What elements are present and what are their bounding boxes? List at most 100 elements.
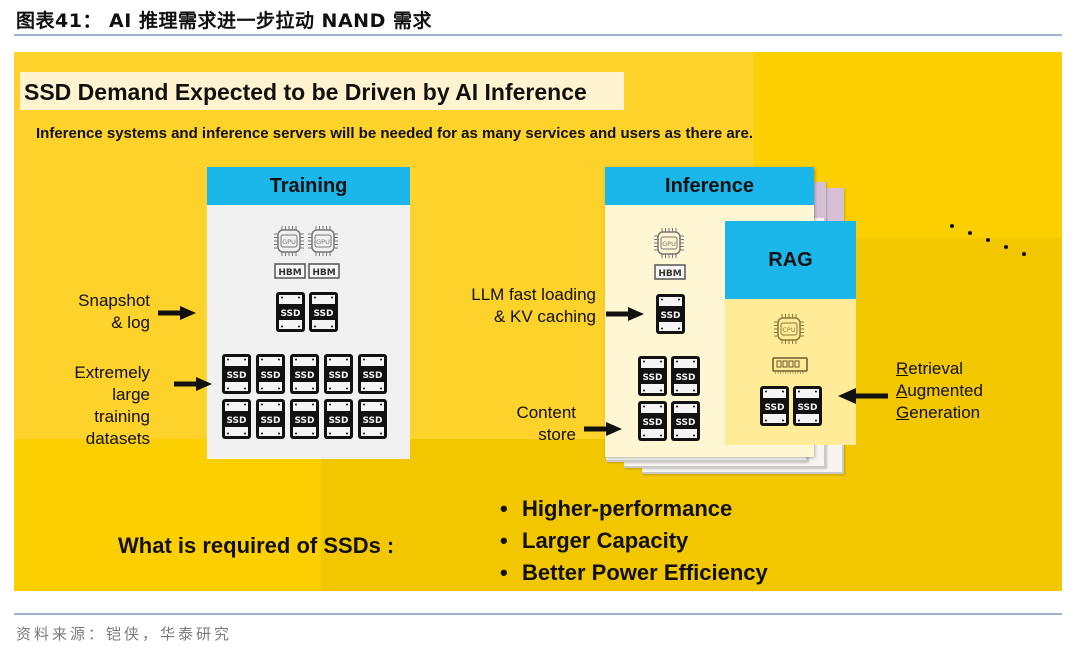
- arrow-right-icon: [584, 422, 622, 436]
- callout-line: datasets: [85, 429, 150, 448]
- ssd-icon: SSD: [324, 399, 353, 439]
- ssd-icon: SSD: [290, 399, 319, 439]
- callout-line: large: [112, 385, 150, 404]
- callout-snapshot: Snapshot & log: [44, 290, 150, 334]
- svg-text:CPU: CPU: [782, 326, 795, 334]
- requirements-label: What is required of SSDs :: [118, 533, 395, 558]
- callout-line: Snapshot: [78, 291, 150, 310]
- svg-text:SSD: SSD: [328, 416, 348, 426]
- requirement-item: •Better Power Efficiency: [500, 560, 768, 585]
- figure-title: 图表41： AI 推理需求进一步拉动 NAND 需求: [16, 10, 432, 32]
- hbm-icon: HBM: [308, 263, 340, 279]
- ssd-icon: SSD: [656, 294, 685, 334]
- ssd-icon: SSD: [793, 386, 822, 426]
- arrow-right-icon: [174, 377, 212, 391]
- callout-content: Content store: [484, 402, 576, 446]
- svg-text:SSD: SSD: [797, 403, 817, 413]
- svg-text:SSD: SSD: [294, 416, 314, 426]
- ssd-icon: SSD: [671, 356, 700, 396]
- ssd-icon: SSD: [290, 354, 319, 394]
- slide-headline: SSD Demand Expected to be Driven by AI I…: [24, 79, 587, 105]
- ssd-icon: SSD: [256, 354, 285, 394]
- requirement-item: •Larger Capacity: [500, 528, 689, 553]
- hbm-group: HBM: [654, 264, 686, 285]
- svg-text:SSD: SSD: [642, 373, 662, 383]
- svg-text:GPU: GPU: [316, 238, 330, 246]
- svg-text:HBM: HBM: [312, 268, 335, 278]
- svg-text:SSD: SSD: [642, 418, 662, 428]
- ssd-icon: SSD: [671, 401, 700, 441]
- gpu-group: GPU: [653, 227, 685, 264]
- headline-box: [20, 72, 624, 110]
- ssd-icon: SSD: [638, 356, 667, 396]
- svg-text:SSD: SSD: [313, 309, 333, 319]
- svg-text:HBM: HBM: [278, 268, 301, 278]
- arrow-left-icon: [838, 388, 888, 404]
- gpu-icon: GPU: [654, 228, 684, 258]
- top-divider: [14, 34, 1062, 36]
- callout-line: Generation: [896, 403, 981, 422]
- svg-text:SSD: SSD: [226, 416, 246, 426]
- ssd-icon: SSD: [256, 399, 285, 439]
- svg-text:SSD: SSD: [294, 371, 314, 381]
- snapshot-ssd-group: SSD SSD: [275, 291, 339, 333]
- svg-text:SSD: SSD: [226, 371, 246, 381]
- ssd-icon: SSD: [309, 292, 338, 332]
- hbm-icon: HBM: [654, 264, 686, 280]
- callout-line: Retrieval: [896, 359, 964, 378]
- ellipsis-dot: [950, 224, 954, 228]
- inference-panel-title: Inference: [605, 167, 814, 205]
- svg-text:SSD: SSD: [675, 418, 695, 428]
- svg-text:SSD: SSD: [362, 416, 382, 426]
- callout-line: & log: [111, 313, 150, 332]
- gpu-group: GPU GPU: [273, 225, 339, 257]
- arrow-right-icon: [158, 306, 196, 320]
- ssd-icon: SSD: [222, 399, 251, 439]
- svg-text:SSD: SSD: [362, 371, 382, 381]
- ssd-icon: SSD: [324, 354, 353, 394]
- training-panel-title: Training: [207, 167, 410, 205]
- callout-line: LLM fast loading: [471, 285, 596, 304]
- content-ssd-group: SSD SSD SSD SSD: [637, 355, 705, 442]
- source-note: 资料来源：铠侠，华泰研究: [16, 625, 233, 643]
- callout-llm: LLM fast loading & KV caching: [434, 284, 596, 328]
- cpu-group: CPU: [773, 313, 805, 350]
- requirement-item: •Higher-performance: [500, 496, 733, 521]
- svg-text:SSD: SSD: [764, 403, 784, 413]
- callout-line: store: [538, 425, 576, 444]
- ssd-icon: SSD: [358, 354, 387, 394]
- dram-module-icon: [772, 357, 808, 374]
- svg-text:GPU: GPU: [282, 238, 296, 246]
- callout-line: & KV caching: [493, 307, 596, 326]
- slide-subtitle: Inference systems and inference servers …: [36, 125, 754, 142]
- llm-ssd-group: SSD: [655, 293, 686, 340]
- gpu-icon: GPU: [308, 226, 338, 256]
- callout-line: Content: [516, 403, 576, 422]
- ellipsis-dot: [986, 238, 990, 242]
- ssd-icon: SSD: [276, 292, 305, 332]
- callout-line: training: [94, 407, 150, 426]
- callout-line: Augmented: [896, 381, 983, 400]
- ssd-icon: SSD: [222, 354, 251, 394]
- slide: SSD Demand Expected to be Driven by AI I…: [14, 52, 1062, 591]
- svg-text:SSD: SSD: [328, 371, 348, 381]
- callout-datasets: Extremely large training datasets: [54, 362, 150, 450]
- hbm-icon: HBM: [274, 263, 306, 279]
- svg-text:HBM: HBM: [658, 269, 681, 279]
- hbm-group: HBM HBM: [274, 263, 340, 279]
- ellipsis-dot: [1022, 252, 1026, 256]
- rag-ssd-group: SSD SSD: [759, 385, 823, 427]
- arrow-right-icon: [606, 307, 644, 321]
- svg-text:SSD: SSD: [675, 373, 695, 383]
- cpu-icon: CPU: [774, 314, 804, 344]
- rag-body: CPU SSD SSD: [725, 299, 856, 445]
- svg-text:SSD: SSD: [260, 371, 280, 381]
- bottom-divider: [14, 613, 1062, 615]
- ssd-icon: SSD: [638, 401, 667, 441]
- callout-line: Extremely: [74, 363, 150, 382]
- svg-text:SSD: SSD: [260, 416, 280, 426]
- ssd-icon: SSD: [760, 386, 789, 426]
- ellipsis-dot: [1004, 245, 1008, 249]
